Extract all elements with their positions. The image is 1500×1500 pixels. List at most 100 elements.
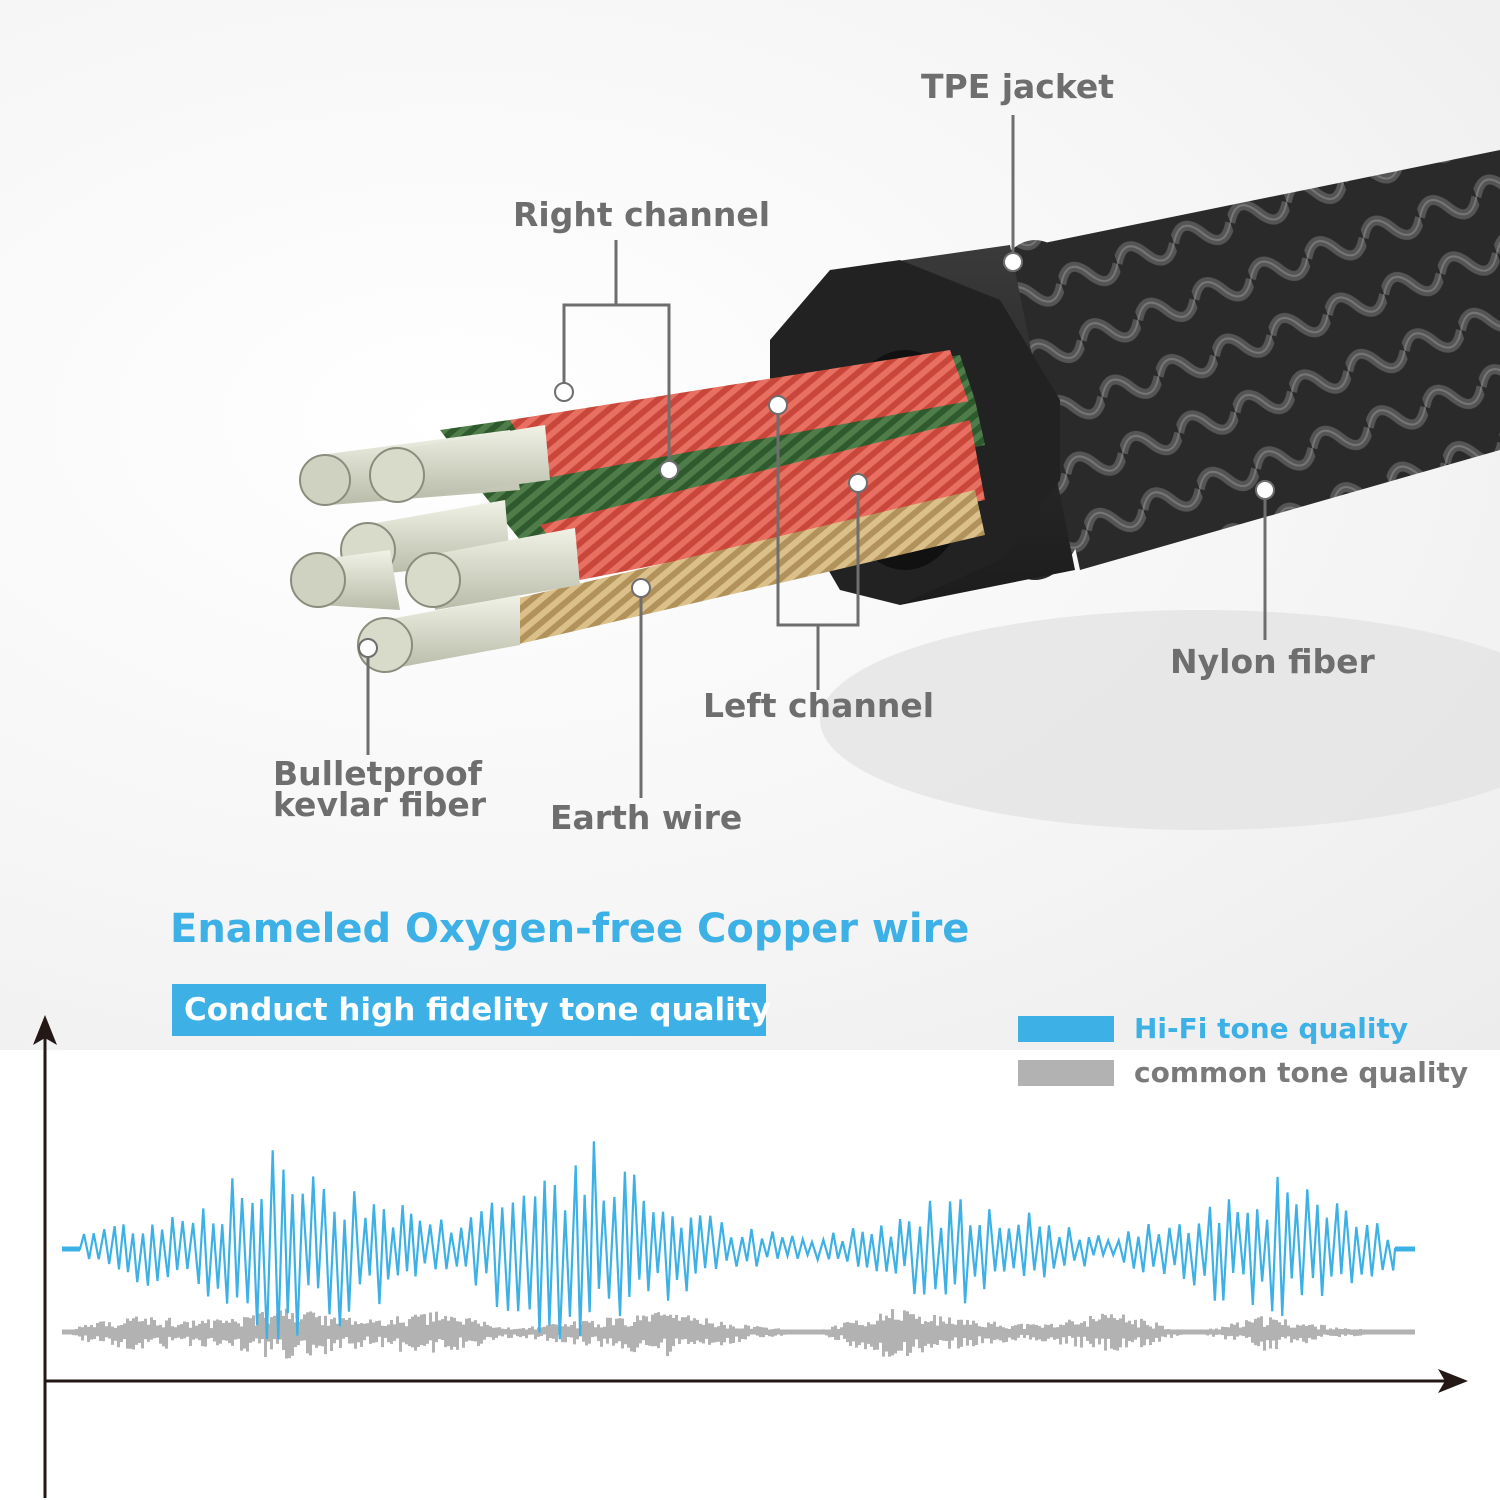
common-waveform-bar [1380,1330,1383,1334]
common-waveform-bar [1056,1327,1059,1339]
common-waveform-bar [219,1320,222,1344]
common-waveform-bar [540,1327,543,1337]
common-waveform-bar [855,1320,858,1348]
common-waveform-bar [750,1328,753,1335]
common-waveform-bar [765,1327,768,1335]
common-waveform-bar [567,1326,570,1337]
common-waveform-bar [1359,1328,1362,1336]
common-waveform-bar [1149,1326,1152,1346]
common-waveform-bar [153,1320,156,1339]
common-waveform-bar [186,1322,189,1337]
common-waveform-bar [147,1324,150,1342]
common-waveform-bar [687,1315,690,1344]
common-waveform-bar [192,1320,195,1340]
common-waveform-bar [135,1316,138,1345]
common-waveform-bar [660,1315,663,1343]
common-waveform-bar [294,1322,297,1348]
common-waveform-bar [1176,1329,1179,1336]
common-waveform-bar [834,1325,837,1340]
common-waveform-bar [1143,1320,1146,1346]
common-waveform-bar [354,1321,357,1349]
common-waveform-bar [1116,1319,1119,1351]
common-waveform-bar [414,1314,417,1351]
common-waveform-bar [999,1325,1002,1341]
common-waveform-bar [210,1328,213,1338]
section-badge: Conduct high fidelity tone quality [172,984,771,1036]
common-waveform-bar [846,1321,849,1343]
common-waveform-bar [711,1323,714,1343]
common-waveform-bar [285,1308,288,1359]
common-waveform-bar [264,1317,267,1357]
common-waveform-bar [609,1317,612,1339]
common-waveform-bar [1383,1330,1386,1334]
strand-earth-tan [510,490,985,645]
common-waveform-bar [1299,1325,1302,1338]
common-waveform-bar [1230,1323,1233,1336]
common-waveform-bar [780,1330,783,1336]
common-waveform-bar [1107,1317,1110,1339]
common-waveform-bar [1200,1329,1203,1335]
common-waveform-bar [885,1315,888,1352]
common-waveform-bar [702,1324,705,1344]
cable-illustration [290,115,1500,830]
common-waveform-bar [543,1326,546,1335]
common-waveform-bar [339,1318,342,1348]
common-waveform-bar [864,1326,867,1350]
common-waveform-bar [921,1323,924,1353]
common-waveform-bar [1356,1330,1359,1336]
common-waveform-bar [774,1328,777,1336]
common-waveform-bar [981,1326,984,1344]
common-waveform-bar [1050,1323,1053,1338]
common-waveform-bar [1083,1321,1086,1337]
common-waveform-bar [1134,1319,1137,1340]
common-waveform-bar [1311,1324,1314,1340]
common-waveform-bar [183,1321,186,1339]
common-waveform-bar [1368,1330,1371,1335]
common-waveform-bar [825,1330,828,1336]
common-waveform-bar [990,1324,993,1344]
common-waveform-bar [348,1317,351,1344]
common-waveform-bar [549,1324,552,1339]
common-waveform-bar [1152,1328,1155,1343]
common-waveform-bar [882,1320,885,1357]
legend-item-hifi: Hi-Fi tone quality [1018,1012,1408,1045]
common-waveform-bar [258,1313,261,1344]
common-waveform-bar [1257,1317,1260,1347]
common-waveform-bar [1218,1329,1221,1335]
common-waveform-bar [369,1319,372,1344]
common-waveform-bar [375,1321,378,1343]
common-waveform-bar [141,1321,144,1349]
common-waveform-bar [603,1326,606,1339]
common-waveform-bar [444,1315,447,1348]
common-waveform-bar [156,1325,159,1338]
common-waveform-bar [975,1323,978,1345]
series-common-tone [62,1308,1415,1359]
common-waveform-bar [684,1317,687,1339]
common-waveform-bar [1053,1327,1056,1340]
common-waveform-bar [555,1324,558,1343]
common-waveform-bar [1305,1326,1308,1344]
common-waveform-bar [1317,1329,1320,1336]
callout-dot-nylon [1255,480,1275,500]
common-waveform-bar [321,1325,324,1347]
common-waveform-bar [570,1325,573,1338]
common-waveform-bar [912,1314,915,1347]
y-axis-arrow [33,1015,57,1045]
common-waveform-bar [426,1324,429,1344]
common-waveform-bar [234,1321,237,1340]
common-waveform-bar [435,1311,438,1343]
common-waveform-bar [1215,1328,1218,1335]
common-waveform-bar [237,1323,240,1339]
common-waveform-bar [1164,1329,1167,1338]
common-waveform-bar [1179,1329,1182,1335]
common-waveform-bar [858,1324,861,1346]
common-waveform-bar [432,1321,435,1353]
common-waveform-bar [552,1324,555,1339]
common-waveform-bar [312,1312,315,1345]
label-earth-wire: Earth wire [550,798,743,837]
common-waveform-bar [261,1312,264,1340]
common-waveform-bar [1284,1319,1287,1339]
common-waveform-bar [798,1330,801,1334]
common-waveform-bar [132,1318,135,1350]
common-waveform-bar [1062,1325,1065,1338]
